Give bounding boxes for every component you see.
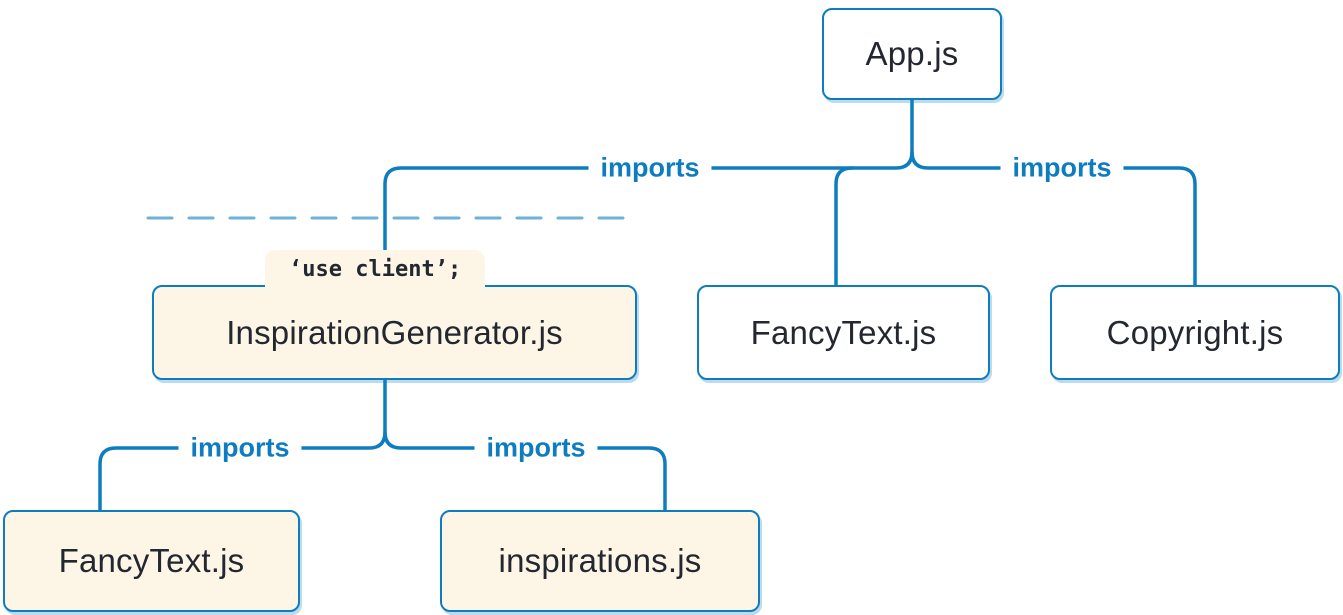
node-label: InspirationGenerator.js: [226, 313, 563, 351]
node-label: FancyText.js: [58, 542, 245, 579]
edge-app-to-fancytext: [834, 166, 854, 287]
edge-app-to-copyright: [910, 150, 1197, 287]
node-inspirations-js: inspirations.js: [440, 510, 760, 612]
node-label: FancyText.js: [750, 313, 937, 351]
node-label: App.js: [865, 35, 959, 72]
node-label: Copyright.js: [1106, 313, 1284, 351]
imports-label-inspiration-generator-inspirations: imports: [474, 432, 598, 464]
node-fancy-text-js-top: FancyText.js: [697, 285, 990, 380]
use-client-badge: ‘use client’;: [265, 250, 486, 288]
node-fancy-text-js-bottom: FancyText.js: [3, 510, 300, 612]
node-inspiration-generator-js: InspirationGenerator.js: [152, 285, 637, 380]
node-label: inspirations.js: [498, 542, 702, 579]
node-copyright-js: Copyright.js: [1050, 285, 1340, 380]
edge-inspiration-generator-to-inspirations: [383, 430, 667, 512]
imports-label-app-copyright: imports: [1000, 152, 1124, 184]
node-app-js: App.js: [822, 8, 1002, 100]
imports-label-app-inspiration-generator: imports: [588, 152, 712, 184]
imports-label-inspiration-generator-fancytext: imports: [178, 432, 302, 464]
